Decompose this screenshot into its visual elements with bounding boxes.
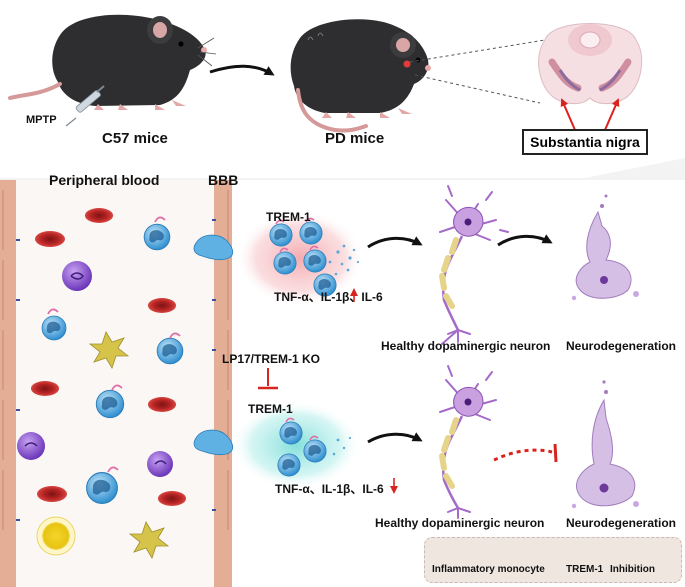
- neurodegeneration-label-top: Neurodegeneration: [566, 339, 677, 353]
- monocyte-crossing-bbb-bottom: [193, 429, 234, 456]
- peripheral-blood-label: Peripheral blood: [49, 172, 160, 188]
- vessel-wall-left: [0, 180, 20, 587]
- c57-mice-label: C57 mice: [102, 130, 168, 147]
- neutrophil-icon: [36, 516, 76, 556]
- brain-section-icon: [538, 23, 643, 105]
- red-blood-cell-icon: [147, 298, 177, 313]
- healthy-neuron-label-bottom: Healthy dopaminergic neuron: [375, 516, 545, 530]
- cytokine-dots-bottom: [332, 436, 352, 456]
- trem1-label-top: TREM-1: [266, 210, 311, 224]
- to-neuron-arrow-bottom: [367, 432, 423, 444]
- zoom-line-top: [409, 39, 546, 63]
- healthy-neuron-label-top: Healthy dopaminergic neuron: [381, 339, 551, 353]
- red-blood-cell-icon: [147, 397, 177, 412]
- platelet-icon: [88, 331, 130, 369]
- sn-pointer-left: [560, 98, 576, 131]
- monocyte-crossing-bbb-top: [193, 234, 234, 261]
- c57-mouse-icon: [8, 14, 217, 110]
- to-neuron-arrow-top: [367, 236, 423, 249]
- degenerating-neuron-icon-bottom: [571, 380, 639, 509]
- pd-mice-label: PD mice: [325, 130, 385, 147]
- monocyte-icon: [143, 223, 171, 251]
- pd-mouse-icon: [290, 19, 431, 133]
- healthy-neuron-icon-top: [439, 185, 509, 345]
- red-blood-cell-icon: [84, 208, 114, 223]
- red-blood-cell-icon: [30, 381, 60, 396]
- cytokine-dots-top: [328, 244, 360, 276]
- to-degeneration-arrow-top: [497, 234, 553, 247]
- cytokines-label-bottom: TNF-α、IL-1β、IL-6: [275, 482, 384, 496]
- cytokines-label-top: TNF-α、IL-1β、IL-6: [274, 290, 383, 304]
- monocyte-icon: [156, 337, 184, 365]
- syringe-icon: [65, 85, 105, 127]
- neurodegeneration-label-bottom: Neurodegeneration: [566, 516, 677, 530]
- platelets: [88, 331, 170, 559]
- red-blood-cell-icon: [35, 231, 65, 247]
- legend-monocyte-label: Inflammatory monocyte: [432, 564, 545, 575]
- trem1-label-bottom: TREM-1: [248, 402, 293, 416]
- red-blood-cell-icon: [157, 491, 187, 506]
- legend-trem1-label: TREM-1: [566, 564, 604, 575]
- blocked-degeneration-bar: [553, 443, 558, 463]
- legend-inhibition-label: Inhibition: [610, 564, 655, 575]
- section-divider: [0, 158, 685, 180]
- vessel-wall-right: [212, 180, 232, 587]
- degenerating-neuron-icon-top: [571, 194, 639, 301]
- monocyte-icon: [85, 471, 119, 505]
- inhibited-monocyte-cluster: [277, 417, 327, 477]
- substantia-nigra-label: Substantia nigra: [522, 129, 648, 155]
- lp17-ko-label: LP17/TREM-1 KO: [222, 352, 321, 366]
- bbb-label: BBB: [208, 172, 239, 188]
- monocyte-icon: [95, 389, 125, 419]
- red-blood-cell-icon: [37, 486, 67, 502]
- blocked-degeneration-arrow: [493, 448, 553, 462]
- inhibited-halo: [232, 401, 360, 489]
- platelet-icon: [128, 521, 170, 559]
- lymphocyte-icon: [147, 451, 173, 477]
- mptp-label: MPTP: [26, 114, 57, 126]
- lymphocyte-icon: [17, 432, 45, 460]
- monocytes-in-blood: [41, 216, 184, 505]
- mptp-induction-arrow: [209, 64, 275, 76]
- zoom-line-bottom: [414, 74, 541, 104]
- lymphocytes: [17, 261, 173, 477]
- monocyte-icon: [41, 315, 67, 341]
- inflamed-monocyte-cluster: [269, 217, 337, 297]
- healthy-neuron-icon-bottom: [439, 365, 497, 519]
- legend: [424, 537, 682, 583]
- lymphocyte-icon: [62, 261, 92, 291]
- sn-pointer-right: [604, 98, 620, 131]
